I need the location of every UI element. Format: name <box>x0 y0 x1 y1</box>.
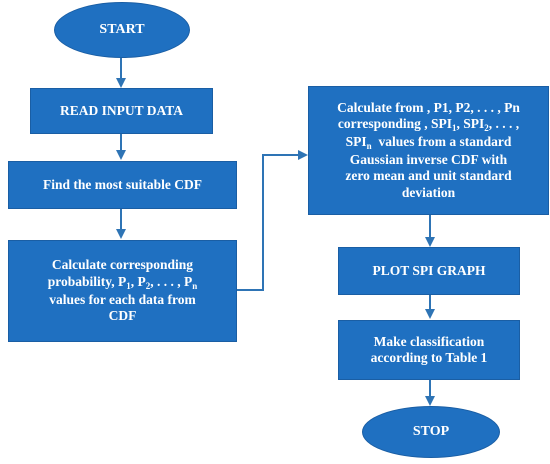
start-label: START <box>99 22 145 38</box>
calc-spi-line3: SPIn values from a standard <box>345 134 512 152</box>
calc-spi-box: Calculate from , P1, P2, . . . , Pn corr… <box>308 86 549 215</box>
find-cdf-box: Find the most suitable CDF <box>8 161 237 209</box>
calc-probability-line4: CDF <box>108 308 137 324</box>
calc-spi-text: Calculate from , P1, P2, . . . , Pn corr… <box>337 100 520 202</box>
classification-line1: Make classification <box>373 333 485 349</box>
calc-spi-line5: zero mean and unit standard <box>345 168 512 184</box>
read-input-label: READ INPUT DATA <box>59 102 183 118</box>
stop-terminal: STOP <box>362 406 500 458</box>
read-input-box: READ INPUT DATA <box>30 88 213 134</box>
plot-spi-label: PLOT SPI GRAPH <box>372 262 486 278</box>
find-cdf-label: Find the most suitable CDF <box>42 176 202 192</box>
calc-probability-line1: Calculate corresponding <box>51 257 194 273</box>
plot-spi-box: PLOT SPI GRAPH <box>338 247 520 295</box>
stop-label: STOP <box>412 424 450 440</box>
arrow-calc-prob-to-calc-spi <box>237 150 308 291</box>
classification-box: Make classification according to Table 1 <box>338 320 520 380</box>
calc-spi-line6: deviation <box>401 184 456 200</box>
calc-spi-line2: corresponding , SPI1, SPI2, . . . , <box>337 116 520 134</box>
classification-line2: according to Table 1 <box>370 350 488 365</box>
calc-probability-line3: values for each data from <box>49 291 196 307</box>
calc-probability-box: Calculate corresponding probability, P1,… <box>8 240 237 342</box>
calc-spi-line1: Calculate from , P1, P2, . . . , Pn <box>337 99 520 115</box>
calc-spi-line4: Gaussian inverse CDF with <box>349 152 508 167</box>
calc-probability-text: Calculate corresponding probability, P1,… <box>48 257 198 324</box>
start-terminal: START <box>54 2 190 58</box>
classification-text: Make classification according to Table 1 <box>371 334 488 367</box>
calc-probability-line2: probability, P1, P2, . . . , Pn <box>47 273 198 291</box>
